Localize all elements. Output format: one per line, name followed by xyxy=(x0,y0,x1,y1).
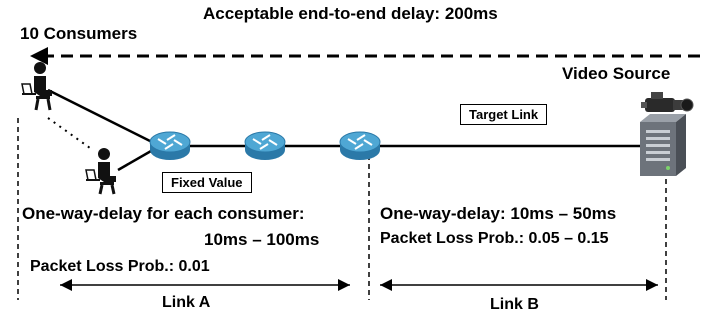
end-to-end-delay-label: Acceptable end-to-end delay: 200ms xyxy=(203,4,498,23)
consumers-label: 10 Consumers xyxy=(20,24,138,43)
router-icon xyxy=(244,131,286,160)
target-link-label: Target Link xyxy=(460,104,548,125)
end-to-end-delay-arrow xyxy=(30,47,700,65)
router-icon xyxy=(339,131,381,160)
video-camera-icon xyxy=(641,92,694,112)
consumer-1-link xyxy=(47,88,159,147)
link-b-packet-loss: Packet Loss Prob.: 0.05 – 0.15 xyxy=(380,230,609,247)
link-a-name: Link A xyxy=(162,294,211,311)
link-a-packet-loss: Packet Loss Prob.: 0.01 xyxy=(30,258,210,275)
link-a-delay-line2: 10ms – 100ms xyxy=(204,230,320,249)
fixed-value-label: Fixed Value xyxy=(162,172,252,193)
server-icon xyxy=(640,114,686,176)
link-a-delay-line1: One-way-delay for each consumer: xyxy=(22,204,305,223)
person-at-laptop-icon xyxy=(21,62,52,111)
person-at-laptop-icon xyxy=(85,148,116,195)
link-b-delay: One-way-delay: 10ms – 50ms xyxy=(380,204,617,223)
router-icon xyxy=(149,131,191,160)
video-source-label: Video Source xyxy=(562,64,671,83)
consumers-ellipsis xyxy=(47,117,91,149)
link-b-name: Link B xyxy=(490,296,539,313)
